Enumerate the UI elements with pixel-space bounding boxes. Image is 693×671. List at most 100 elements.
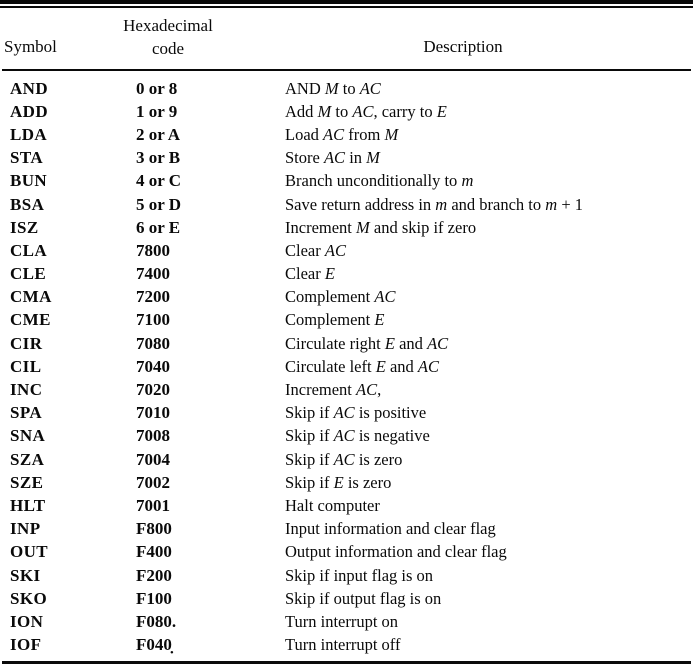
description-cell: Skip if E is zero — [285, 472, 392, 492]
top-rule-thick — [0, 0, 693, 4]
hex-code-cell: 7002 — [136, 472, 170, 492]
symbol-cell: ION — [10, 611, 44, 631]
description-cell: Skip if AC is positive — [285, 403, 427, 423]
hex-code-cell: 7008 — [136, 426, 170, 446]
table-row: CIL 7040 Circulate left E and AC — [10, 355, 693, 378]
column-header-description: Description — [423, 37, 503, 56]
hex-code-cell: F200 — [136, 565, 172, 585]
table-row: OUT F400 Output information and clear flag — [10, 541, 693, 564]
table-row: IOF F040̣ Turn interrupt off — [10, 634, 693, 657]
hex-code-cell: 4 or C — [136, 171, 182, 191]
hex-code-cell: F040̣ — [136, 635, 172, 655]
description-cell: Branch unconditionally to m — [285, 171, 474, 191]
table-row: BUN 4 or C Branch unconditionally to m — [10, 170, 693, 193]
description-cell: Clear E — [285, 264, 335, 284]
symbol-cell: CIL — [10, 356, 42, 376]
symbol-cell: IOF — [10, 635, 42, 655]
description-cell: Circulate right E and AC — [285, 333, 449, 353]
description-cell: Complement E — [285, 310, 385, 330]
hex-code-cell: 0 or 8 — [136, 78, 178, 98]
symbol-cell: SNA — [10, 426, 46, 446]
hex-code-cell: 1 or 9 — [136, 101, 178, 121]
description-cell: Skip if input flag is on — [285, 565, 434, 585]
symbol-cell: BUN — [10, 171, 48, 191]
description-cell: Increment AC, — [285, 380, 382, 400]
description-cell: Clear AC — [285, 240, 346, 260]
hex-code-cell: 7004 — [136, 449, 170, 469]
symbol-cell: SZE — [10, 472, 44, 492]
symbol-cell: INC — [10, 380, 43, 400]
hex-code-cell: 7020 — [136, 380, 170, 400]
symbol-cell: SKO — [10, 588, 48, 608]
description-cell: Skip if AC is zero — [285, 449, 403, 469]
description-cell: Halt computer — [285, 495, 380, 515]
table-row: SKI F200 Skip if input flag is on — [10, 564, 693, 587]
hex-code-cell: 7040 — [136, 356, 170, 376]
description-cell: Load AC from M — [285, 124, 399, 144]
description-cell: Input information and clear flag — [285, 519, 496, 539]
symbol-cell: SKI — [10, 565, 41, 585]
description-cell: AND M to AC — [285, 78, 381, 98]
table-row: ION F080. Turn interrupt on — [10, 610, 693, 633]
hex-code-cell: F080. — [136, 611, 177, 631]
hex-code-cell: 7010 — [136, 403, 170, 423]
symbol-cell: CLA — [10, 240, 48, 260]
symbol-cell: INP — [10, 519, 41, 539]
symbol-cell: CME — [10, 310, 51, 330]
description-cell: Circulate left E and AC — [285, 356, 439, 376]
header-divider-rule — [2, 69, 691, 71]
hex-code-cell: F800 — [136, 519, 172, 539]
column-header-hex-code: Hexadecimal code — [123, 14, 213, 60]
symbol-cell: BSA — [10, 194, 45, 214]
table-row: STA 3 or B Store AC in M — [10, 147, 693, 170]
top-rule-thin — [0, 6, 693, 8]
hex-code-cell: 7200 — [136, 287, 170, 307]
table-row: SNA 7008 Skip if AC is negative — [10, 425, 693, 448]
symbol-cell: ISZ — [10, 217, 39, 237]
hex-code-cell: 7100 — [136, 310, 170, 330]
symbol-cell: STA — [10, 148, 44, 168]
column-header-symbol: Symbol — [4, 37, 57, 56]
description-cell: Turn interrupt off — [285, 635, 401, 655]
table-row: BSA 5 or D Save return address in m and br… — [10, 193, 693, 216]
table-row: AND 0 or 8 AND M to AC — [10, 77, 693, 100]
table-row: LDA 2 or A Load AC from M — [10, 123, 693, 146]
table-row: HLT 7001 Halt computer — [10, 494, 693, 517]
symbol-cell: OUT — [10, 542, 49, 562]
hex-code-cell: F100 — [136, 588, 172, 608]
symbol-cell: HLT — [10, 495, 46, 515]
description-cell: Skip if output flag is on — [285, 588, 442, 608]
hex-code-cell: 3 or B — [136, 148, 181, 168]
column-header-hex-line2: code — [151, 39, 185, 58]
symbol-cell: LDA — [10, 124, 48, 144]
description-cell: Add M to AC, carry to E — [285, 101, 447, 121]
symbol-cell: AND — [10, 78, 49, 98]
symbol-cell: CIR — [10, 333, 43, 353]
symbol-cell: SPA — [10, 403, 43, 423]
description-cell: Turn interrupt on — [285, 611, 399, 631]
hex-code-cell: 5 or D — [136, 194, 182, 214]
description-cell: Skip if AC is negative — [285, 426, 430, 446]
hex-code-cell: 7001 — [136, 495, 170, 515]
description-cell: Output information and clear flag — [285, 542, 507, 562]
symbol-cell: CMA — [10, 287, 52, 307]
description-cell: Increment M and skip if zero — [285, 217, 477, 237]
hex-code-cell: 2 or A — [136, 124, 181, 144]
hex-code-cell: 6 or E — [136, 217, 181, 237]
symbol-cell: CLE — [10, 264, 47, 284]
description-cell: Store AC in M — [285, 148, 380, 168]
hex-code-cell: 7400 — [136, 264, 170, 284]
table-row: ISZ 6 or E Increment M and skip if zero — [10, 216, 693, 239]
description-cell: Save return address in m and branch to m… — [285, 194, 584, 214]
hex-code-cell: F400 — [136, 542, 172, 562]
symbol-cell: SZA — [10, 449, 45, 469]
description-cell: Complement AC — [285, 287, 396, 307]
table-row: SZE 7002 Skip if E is zero — [10, 471, 693, 494]
table-row: SZA 7004 Skip if AC is zero — [10, 448, 693, 471]
table-row: CME 7100 Complement E — [10, 309, 693, 332]
column-header-hex-line1: Hexadecimal — [123, 16, 213, 35]
